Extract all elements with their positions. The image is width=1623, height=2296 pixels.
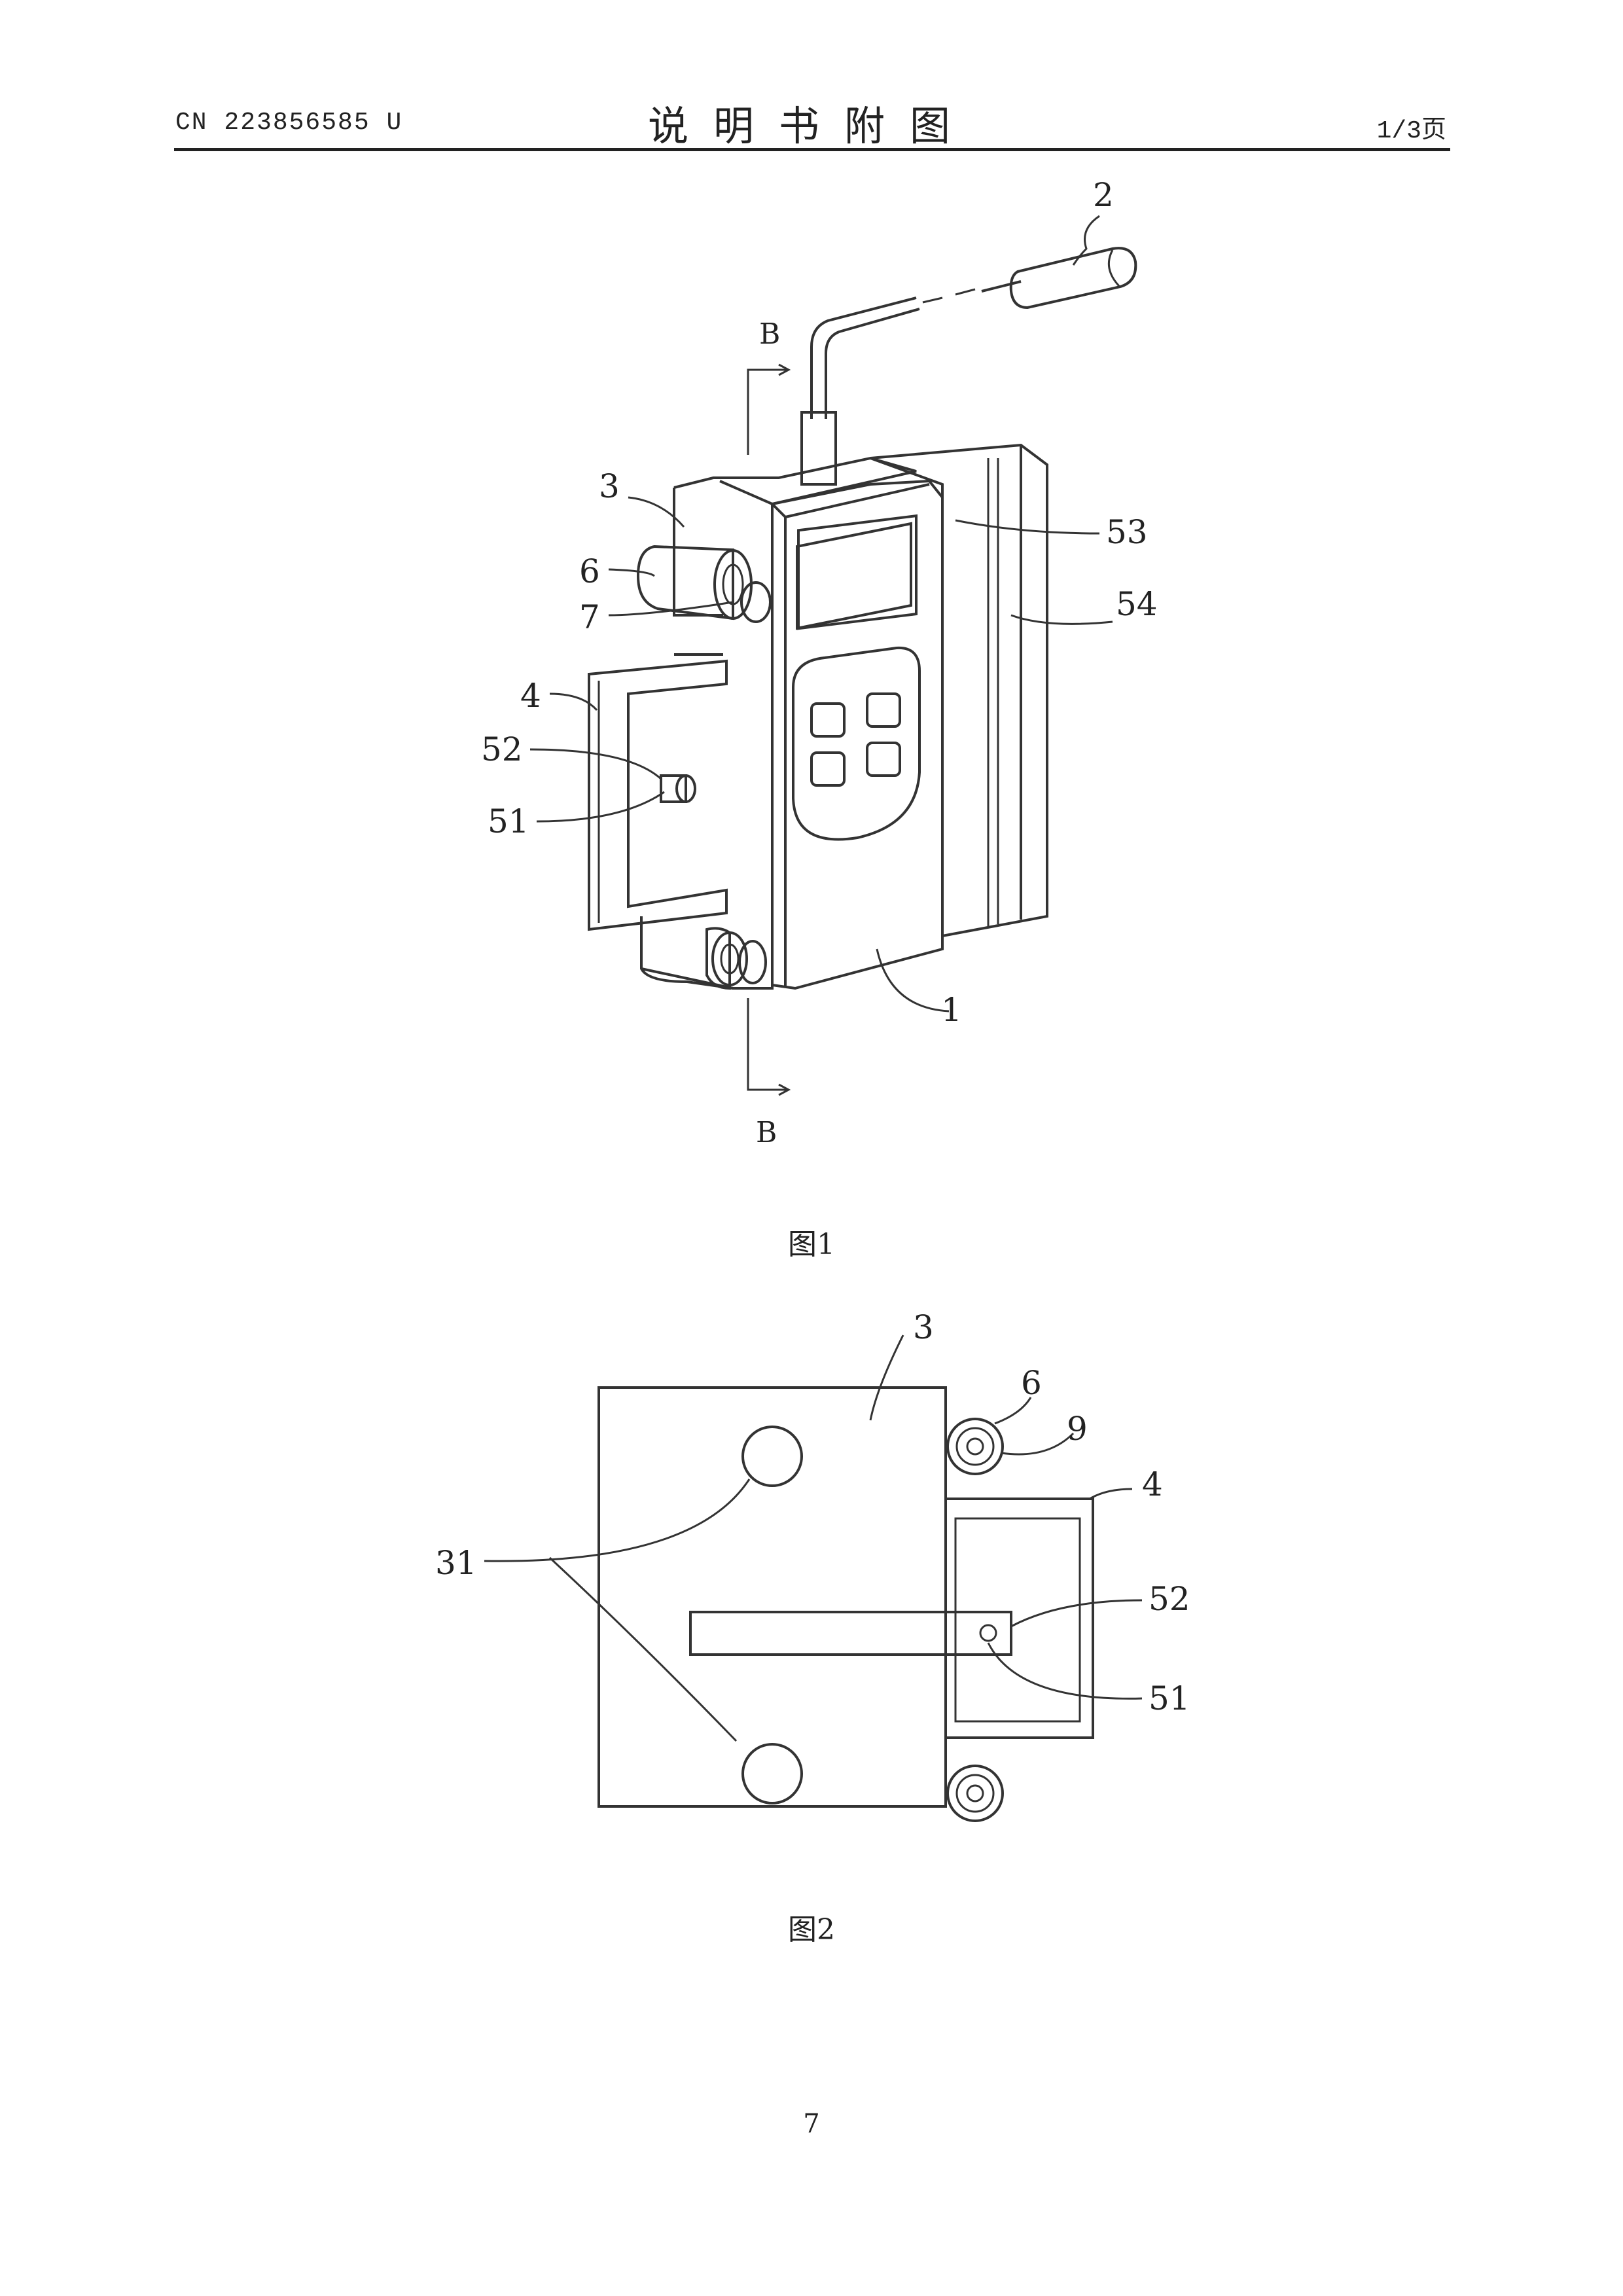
key-button [867, 694, 900, 726]
callout-3: 3 [913, 1308, 934, 1346]
leader-lines [484, 1335, 1142, 1741]
probe-handle [1011, 248, 1136, 308]
roller-bottom [707, 928, 766, 988]
callout-51: 51 [488, 802, 529, 840]
probe-cable [812, 281, 1021, 419]
callout-6: 6 [579, 552, 600, 590]
key-button [812, 753, 844, 785]
callout-31: 31 [435, 1544, 477, 1582]
figure-2-drawing: 3 6 9 4 31 52 51 [0, 1276, 1623, 1931]
callout-51: 51 [1149, 1679, 1190, 1717]
slide-bar [690, 1612, 1011, 1655]
callout-6: 6 [1021, 1364, 1042, 1402]
mounting-frame [641, 458, 916, 988]
roller-bottom [948, 1766, 1003, 1821]
roller-top [638, 547, 770, 622]
callout-4: 4 [1142, 1465, 1163, 1503]
key-button [867, 743, 900, 776]
section-mark: B [759, 317, 780, 351]
callout-52: 52 [1149, 1580, 1190, 1618]
callout-9: 9 [1067, 1410, 1088, 1448]
callout-1: 1 [941, 991, 962, 1029]
callout-4: 4 [520, 677, 541, 715]
callout-52: 52 [481, 730, 523, 768]
cable-connector [802, 412, 836, 484]
figure-1-caption: 图1 [0, 1221, 1623, 1263]
mounting-hole [743, 1427, 802, 1486]
locating-pin [661, 776, 695, 802]
callout-53: 53 [1106, 513, 1148, 551]
callout-54: 54 [1116, 585, 1158, 623]
figure-1-drawing: B B 2 3 6 7 4 52 51 53 54 1 [0, 0, 1623, 1178]
key-button [812, 704, 844, 736]
mounting-hole [743, 1744, 802, 1803]
keypad [793, 648, 919, 840]
page-number: 7 [0, 2109, 1623, 2139]
display-screen [797, 524, 911, 628]
callout-2: 2 [1093, 176, 1114, 214]
side-frame [946, 1499, 1093, 1738]
roller-top [948, 1419, 1003, 1474]
callout-3: 3 [599, 467, 620, 505]
figure-2-caption: 图2 [0, 1906, 1623, 1948]
leader-lines [530, 216, 1113, 1011]
pin-hole [980, 1625, 996, 1641]
section-mark: B [756, 1116, 777, 1149]
callout-7: 7 [579, 598, 600, 636]
